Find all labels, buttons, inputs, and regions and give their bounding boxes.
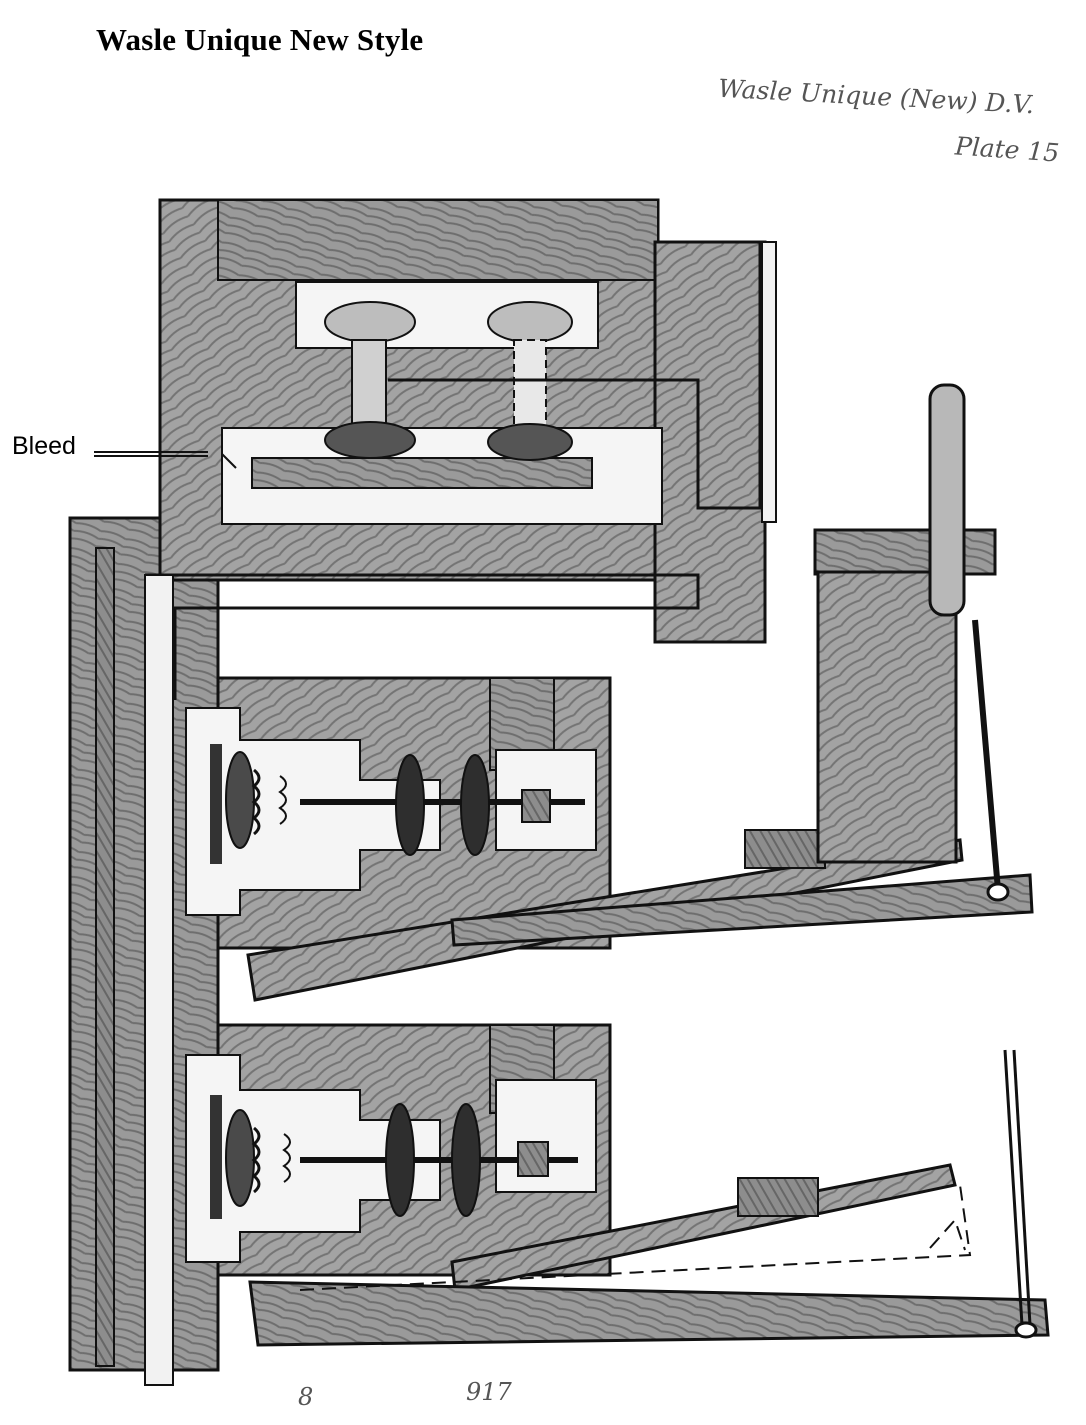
- middle-key-lever: [246, 829, 1034, 1002]
- upper-chest: [158, 198, 767, 644]
- bleed-label: Bleed: [12, 432, 76, 460]
- page-title: Wasle Unique New Style: [96, 22, 424, 57]
- middle-valve-assembly: [210, 744, 585, 864]
- footnote-left: 8: [298, 1383, 314, 1411]
- footnote-right: 917: [466, 1378, 512, 1406]
- lower-key-lever: [248, 1049, 1050, 1347]
- right-tracker-block: [813, 383, 1010, 902]
- air-channel: [144, 241, 777, 1386]
- primary-valve-1: [324, 301, 416, 459]
- primary-valve-2: [487, 301, 573, 461]
- lower-valve-assembly: [210, 1095, 578, 1219]
- bleed-pointer: [94, 451, 237, 469]
